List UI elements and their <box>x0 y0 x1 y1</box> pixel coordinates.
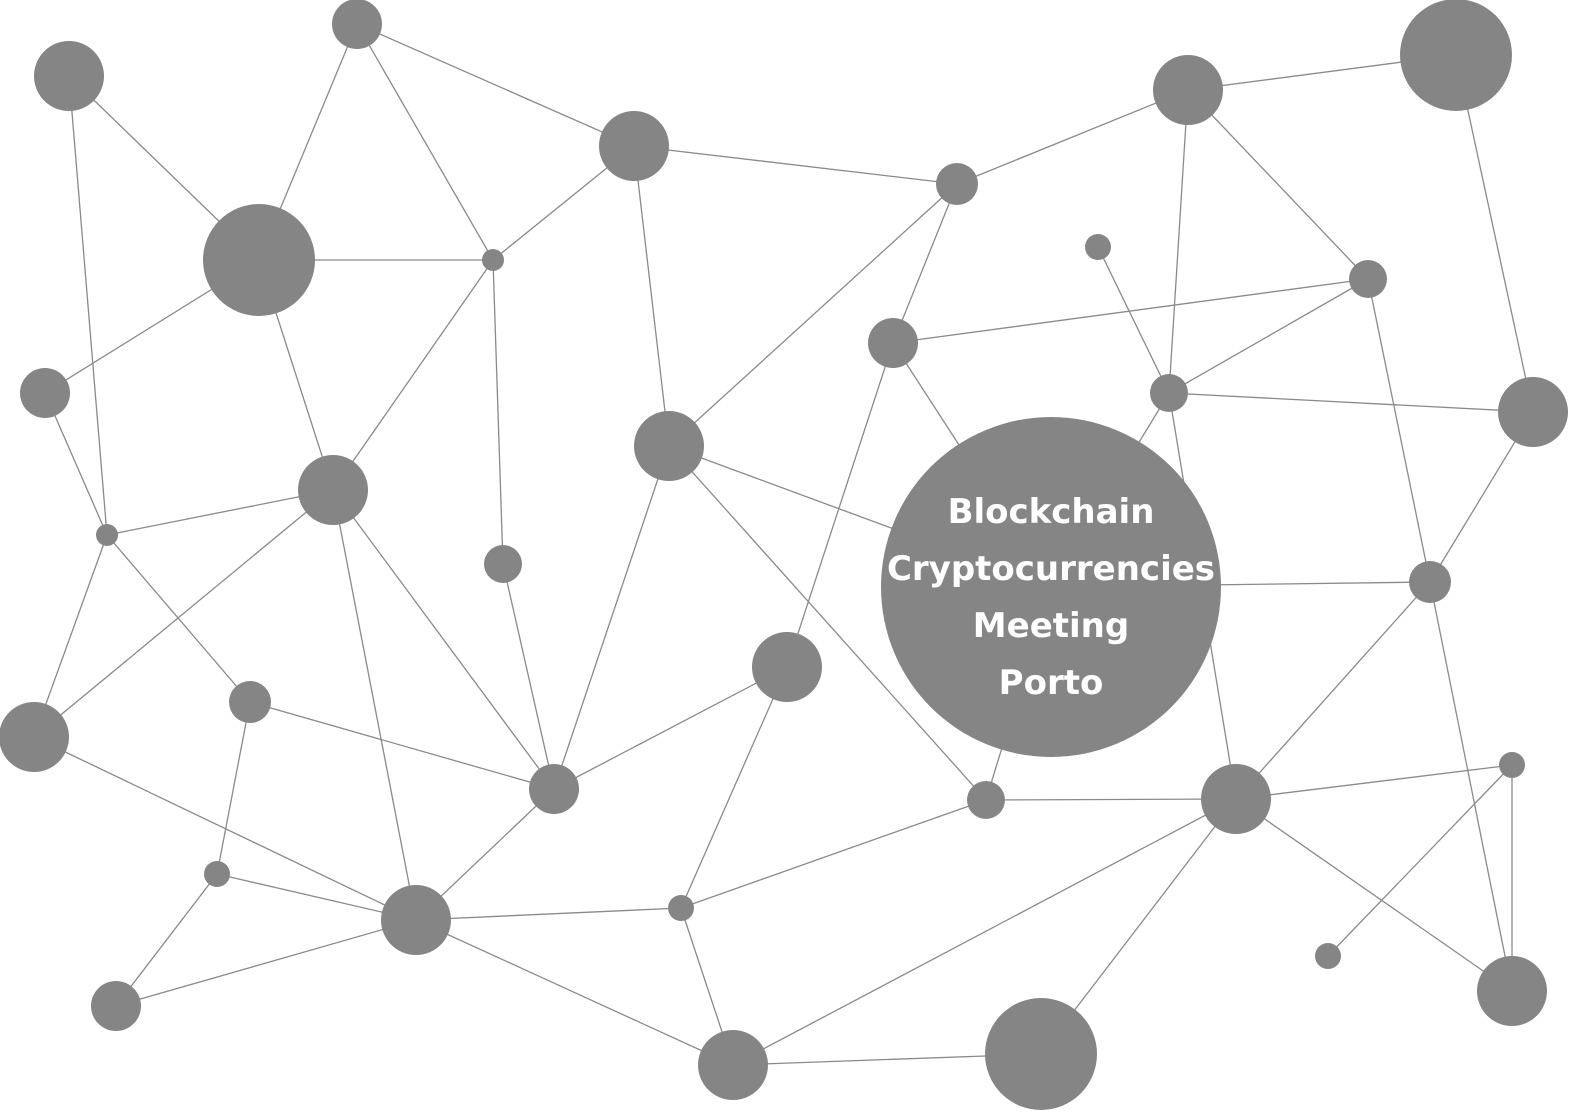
network-node <box>332 0 382 49</box>
network-edge <box>668 445 987 801</box>
network-edge <box>633 145 670 447</box>
network-edge <box>33 489 334 738</box>
network-edge <box>68 75 108 536</box>
network-edge <box>356 23 635 147</box>
central-hub: Blockchain Cryptocurrencies Meeting Port… <box>881 417 1221 757</box>
network-node <box>967 781 1005 819</box>
network-node <box>34 41 104 111</box>
network-edge <box>668 183 958 447</box>
hub-line-blockchain: Blockchain <box>948 492 1155 532</box>
network-node <box>1153 55 1223 125</box>
network-edge <box>106 489 334 536</box>
network-edge <box>33 736 417 921</box>
network-edge <box>249 701 555 790</box>
network-edge <box>1168 89 1189 394</box>
network-edge <box>732 798 1237 1066</box>
network-node <box>482 249 504 271</box>
network-edge <box>332 259 494 491</box>
network-node <box>381 885 451 955</box>
network-edge <box>553 445 670 790</box>
network-node <box>599 111 669 181</box>
network-edge <box>1168 278 1369 394</box>
network-node <box>91 981 141 1031</box>
network-edge <box>1168 392 1534 413</box>
network-node <box>298 455 368 525</box>
network-node <box>1477 956 1547 1026</box>
network-edge <box>332 489 555 790</box>
network-edge <box>1455 54 1534 413</box>
network-edge <box>892 183 958 344</box>
network-node <box>668 895 694 921</box>
network-edge <box>1097 246 1170 394</box>
network-node <box>20 368 70 418</box>
network-edge <box>44 392 108 536</box>
network-node <box>1150 374 1188 412</box>
network-edge <box>1327 764 1513 957</box>
network-node <box>698 1030 768 1100</box>
network-edge <box>492 259 504 565</box>
network-edge <box>1235 764 1513 800</box>
network-edge <box>956 89 1189 185</box>
network-edge <box>332 489 417 921</box>
network-edge <box>892 278 1369 344</box>
network-edge <box>1429 581 1513 992</box>
network-edge <box>553 666 788 790</box>
network-edge <box>216 701 251 875</box>
network-node <box>0 702 69 772</box>
network-node <box>936 163 978 205</box>
network-node <box>634 411 704 481</box>
network-node <box>96 524 118 546</box>
network-node <box>868 318 918 368</box>
network-node <box>204 861 230 887</box>
network-node <box>229 681 271 723</box>
network-node <box>529 764 579 814</box>
network-node <box>484 545 522 583</box>
network-edge <box>502 563 555 790</box>
network-edge <box>106 534 251 703</box>
network-node <box>1499 752 1525 778</box>
network-node <box>1085 234 1111 260</box>
network-node <box>752 632 822 702</box>
hub-circle <box>881 417 1221 757</box>
network-edge <box>1367 278 1431 583</box>
edges-layer <box>33 23 1534 1066</box>
network-edge <box>1187 89 1369 280</box>
network-edge <box>1235 798 1513 992</box>
network-node <box>1400 0 1512 111</box>
network-node <box>203 204 315 316</box>
network-node <box>1315 943 1341 969</box>
hub-line-cryptocurrencies: Cryptocurrencies <box>887 549 1215 589</box>
network-edge <box>415 907 682 921</box>
network-edge <box>680 799 987 909</box>
network-edge <box>680 666 788 909</box>
hub-line-porto: Porto <box>999 663 1104 703</box>
network-edge <box>115 919 417 1007</box>
network-edge <box>356 23 494 261</box>
network-node <box>985 998 1097 1110</box>
network-node <box>1409 561 1451 603</box>
network-node <box>1498 377 1568 447</box>
network-edge <box>786 342 894 668</box>
network-edge <box>633 145 958 185</box>
network-edge <box>115 873 218 1007</box>
hub-line-meeting: Meeting <box>973 606 1129 646</box>
network-edge <box>1235 581 1431 800</box>
network-node <box>1201 764 1271 834</box>
network-node <box>1349 260 1387 298</box>
network-edge <box>415 919 734 1066</box>
network-edge <box>985 798 1237 801</box>
network-edge <box>33 534 108 738</box>
